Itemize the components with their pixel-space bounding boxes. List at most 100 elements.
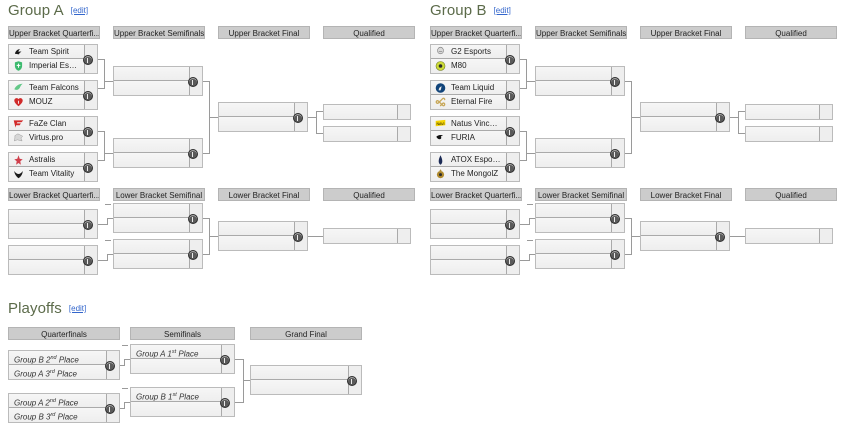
match-info-badge[interactable] <box>610 149 620 159</box>
match-info-badge[interactable] <box>347 376 357 386</box>
playoffs-semifinal-1[interactable]: Group A 1st Place <box>130 344 235 374</box>
edit-link[interactable]: [edit] <box>70 6 89 15</box>
group-b-upper-qualified-2[interactable] <box>745 126 833 142</box>
match-info-badge[interactable] <box>505 220 515 230</box>
group-a-lower-quarterfinal-1[interactable] <box>8 209 98 239</box>
group-b-lower-semifinal-1[interactable] <box>535 203 625 233</box>
group-a-upper-semifinal-1[interactable] <box>113 66 203 96</box>
match-opponent-row[interactable]: Group A 2nd Place <box>9 394 119 408</box>
match-opponent-row[interactable] <box>746 105 832 119</box>
match-info-badge[interactable] <box>220 355 230 365</box>
match-info-badge[interactable] <box>715 113 725 123</box>
match-opponent-row[interactable]: Astralis <box>9 153 97 167</box>
group-b-lower-quarterfinal-2[interactable] <box>430 245 520 275</box>
match-opponent-row[interactable]: Eternal Fire <box>431 95 519 109</box>
match-opponent-row[interactable] <box>219 117 307 131</box>
match-info-badge[interactable] <box>83 163 93 173</box>
playoffs-semifinal-2[interactable]: Group B 1st Place <box>130 387 235 417</box>
match-opponent-row[interactable] <box>9 260 97 274</box>
match-info-badge[interactable] <box>105 361 115 371</box>
match-info-badge[interactable] <box>715 232 725 242</box>
match-info-badge[interactable] <box>83 256 93 266</box>
group-a-lower-quarterfinal-2[interactable] <box>8 245 98 275</box>
match-opponent-row[interactable] <box>114 240 202 254</box>
match-opponent-row[interactable]: FaZe Clan <box>9 117 97 131</box>
group-a-lower-qualified[interactable] <box>323 228 411 244</box>
group-b-lower-semifinal-2[interactable] <box>535 239 625 269</box>
match-info-badge[interactable] <box>83 127 93 137</box>
playoffs-grand-final[interactable] <box>250 365 362 395</box>
match-opponent-row[interactable] <box>251 366 361 380</box>
group-b-lower-quarterfinal-1[interactable] <box>430 209 520 239</box>
match-opponent-row[interactable] <box>114 67 202 81</box>
match-opponent-row[interactable] <box>114 218 202 232</box>
match-opponent-row[interactable] <box>536 81 624 95</box>
match-opponent-row[interactable]: Team Falcons <box>9 81 97 95</box>
match-opponent-row[interactable] <box>431 246 519 260</box>
match-opponent-row[interactable] <box>536 240 624 254</box>
match-info-badge[interactable] <box>188 214 198 224</box>
group-b-lower-final[interactable] <box>640 221 730 251</box>
match-opponent-row[interactable] <box>114 81 202 95</box>
match-opponent-row[interactable]: Imperial Esports <box>9 59 97 73</box>
match-opponent-row[interactable] <box>9 210 97 224</box>
match-info-badge[interactable] <box>188 250 198 260</box>
match-opponent-row[interactable]: Group B 1st Place <box>131 388 234 402</box>
match-opponent-row[interactable] <box>431 260 519 274</box>
group-b-upper-semifinal-1[interactable] <box>535 66 625 96</box>
match-opponent-row[interactable] <box>536 139 624 153</box>
match-opponent-row[interactable]: Team Vitality <box>9 167 97 181</box>
match-info-badge[interactable] <box>505 91 515 101</box>
match-info-badge[interactable] <box>188 77 198 87</box>
match-info-badge[interactable] <box>105 404 115 414</box>
group-b-upper-final[interactable] <box>640 102 730 132</box>
match-opponent-row[interactable]: Group A 1st Place <box>131 345 234 359</box>
match-opponent-row[interactable] <box>641 222 729 236</box>
match-opponent-row[interactable]: Virtus.pro <box>9 131 97 145</box>
match-opponent-row[interactable] <box>219 236 307 250</box>
group-a-lower-final[interactable] <box>218 221 308 251</box>
match-info-badge[interactable] <box>610 250 620 260</box>
group-a-upper-qualified-1[interactable] <box>323 104 411 120</box>
match-opponent-row[interactable] <box>536 254 624 268</box>
match-opponent-row[interactable] <box>641 236 729 250</box>
match-opponent-row[interactable] <box>324 229 410 243</box>
match-info-badge[interactable] <box>83 55 93 65</box>
match-opponent-row[interactable]: MOUZ <box>9 95 97 109</box>
match-opponent-row[interactable] <box>324 105 410 119</box>
match-opponent-row[interactable] <box>536 67 624 81</box>
match-info-badge[interactable] <box>505 163 515 173</box>
match-opponent-row[interactable] <box>536 204 624 218</box>
group-a-lower-semifinal-1[interactable] <box>113 203 203 233</box>
match-opponent-row[interactable] <box>219 222 307 236</box>
match-opponent-row[interactable] <box>114 153 202 167</box>
match-opponent-row[interactable]: FURIA <box>431 131 519 145</box>
match-opponent-row[interactable] <box>641 117 729 131</box>
match-info-badge[interactable] <box>610 77 620 87</box>
match-opponent-row[interactable]: The MongolZ <box>431 167 519 181</box>
match-info-badge[interactable] <box>293 113 303 123</box>
match-opponent-row[interactable]: Team Spirit <box>9 45 97 59</box>
match-opponent-row[interactable] <box>536 153 624 167</box>
edit-link[interactable]: [edit] <box>68 304 87 313</box>
match-opponent-row[interactable]: M80 <box>431 59 519 73</box>
match-info-badge[interactable] <box>188 149 198 159</box>
match-info-badge[interactable] <box>83 220 93 230</box>
match-opponent-row[interactable] <box>641 103 729 117</box>
match-info-badge[interactable] <box>505 256 515 266</box>
match-info-badge[interactable] <box>610 214 620 224</box>
match-opponent-row[interactable] <box>9 224 97 238</box>
match-opponent-row[interactable] <box>114 139 202 153</box>
match-opponent-row[interactable] <box>219 103 307 117</box>
match-opponent-row[interactable]: Team Liquid <box>431 81 519 95</box>
group-b-upper-semifinal-2[interactable] <box>535 138 625 168</box>
